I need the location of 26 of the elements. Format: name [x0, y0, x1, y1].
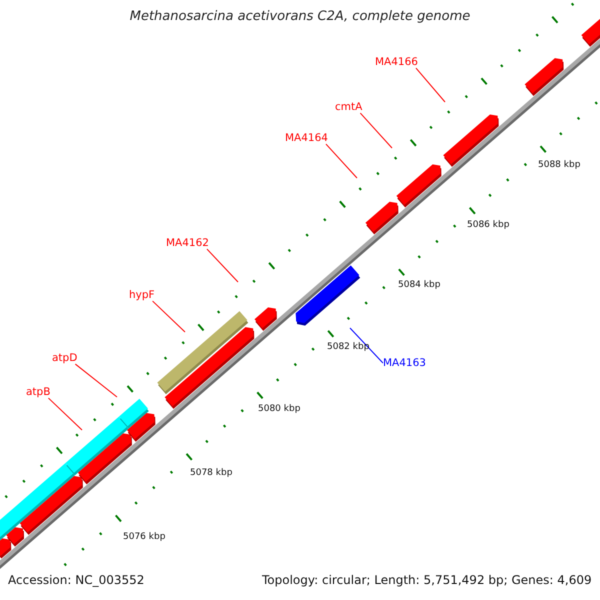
gene-label: hypF [129, 289, 155, 302]
topology-text: Topology: circular; Length: 5,751,492 bp; Genes: 4,609 [262, 574, 592, 588]
gene-label: MA4162 [166, 237, 209, 250]
leader-line [48, 398, 82, 430]
title: Methanosarcina acetivorans C2A, complete genome [130, 10, 470, 25]
gene-label: MA4163 [383, 357, 426, 370]
tick-label: 5082 kbp [327, 342, 370, 352]
accession-text: Accession: NC_003552 [8, 574, 144, 588]
gene-label: MA4166 [375, 56, 418, 68]
gene-label: atpD [52, 352, 78, 364]
leader-line [415, 68, 446, 102]
leader-line [74, 364, 118, 398]
gene-label: atpB [26, 386, 50, 398]
leader-line [325, 144, 358, 178]
gene-label: cmtA [335, 101, 362, 114]
tick-label: 5084 kbp [398, 280, 440, 290]
tick-label: 5080 kbp [258, 404, 300, 414]
leader-line [152, 300, 186, 332]
tick-label: 5088 kbp [538, 160, 580, 170]
tick-label: 5078 kbp [190, 468, 232, 478]
tick-label: 5076 kbp [123, 532, 166, 542]
leader-line [360, 112, 392, 148]
gene-label: MA4164 [285, 132, 328, 144]
tick-label: 5086 kbp [467, 220, 510, 230]
leader-line [206, 248, 238, 282]
leader-line [350, 328, 384, 364]
